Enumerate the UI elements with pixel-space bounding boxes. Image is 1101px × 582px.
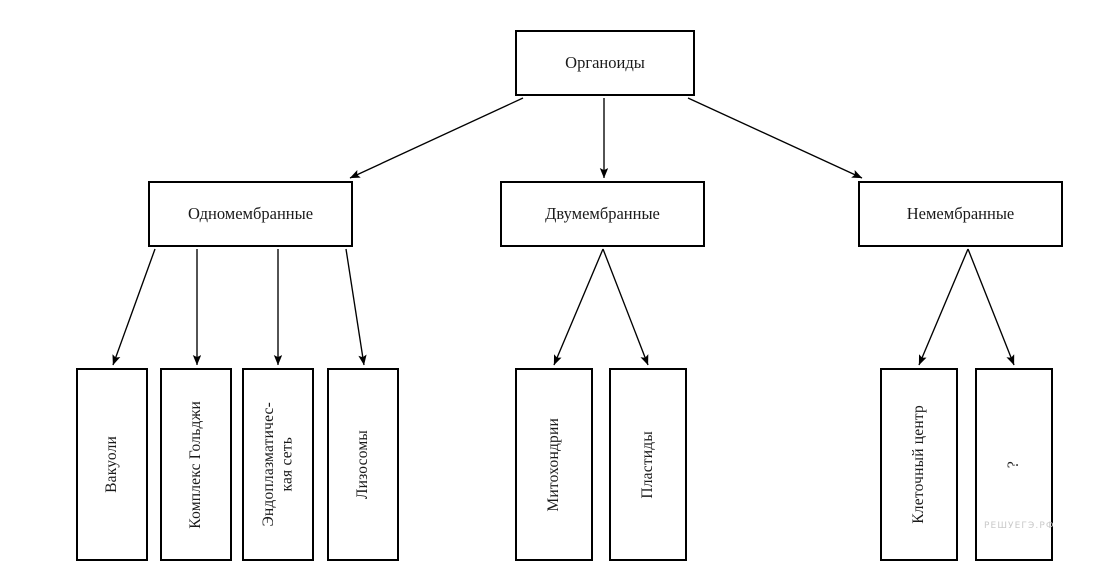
node-organoids-label: Органоиды [565,53,645,73]
node-vacuoles-label: Вакуоли [102,436,120,493]
node-unknown[interactable]: ? [975,368,1053,561]
watermark: РЕШУЕГЭ.РФ [984,521,1055,531]
node-endoplasmic-reticulum-label: Эндоплазматичес- кая сеть [259,402,295,527]
connector-root-to-single-membrane [349,97,524,179]
node-cell-center-label: Клеточный центр [909,405,927,524]
node-double-membrane[interactable]: Двумембранные [500,181,705,247]
connector-double-membrane-to-mitochondria [553,248,604,366]
connector-double-membrane-to-plastids [602,248,649,366]
node-cell-center[interactable]: Клеточный центр [880,368,958,561]
connector-single-membrane-to-vacuoles [112,248,156,366]
node-endoplasmic-reticulum[interactable]: Эндоплазматичес- кая сеть [242,368,314,561]
node-plastids-label: Пластиды [638,430,656,499]
node-lysosomes-label: Лизосомы [353,429,371,500]
node-non-membrane-label: Немембранные [906,204,1015,224]
node-mitochondria[interactable]: Митохондрии [515,368,593,561]
connector-single-membrane-to-lysosomes [345,248,367,366]
connector-non-membrane-to-unknown [967,248,1015,366]
node-double-membrane-label: Двумембранные [545,204,660,224]
node-single-membrane[interactable]: Одномембранные [148,181,353,247]
node-lysosomes[interactable]: Лизосомы [327,368,399,561]
node-plastids[interactable]: Пластиды [609,368,687,561]
node-golgi-complex[interactable]: Комплекс Гольджи [160,368,232,561]
connector-root-to-non-membrane [687,97,863,179]
node-vacuoles[interactable]: Вакуоли [76,368,148,561]
node-golgi-complex-label: Комплекс Гольджи [186,400,204,529]
node-non-membrane[interactable]: Немембранные [858,181,1063,247]
connector-non-membrane-to-cell-center [918,248,969,366]
node-organoids[interactable]: Органоиды [515,30,695,96]
node-unknown-label: ? [1004,460,1022,469]
node-single-membrane-label: Одномембранные [187,204,314,224]
node-mitochondria-label: Митохондрии [544,417,562,512]
